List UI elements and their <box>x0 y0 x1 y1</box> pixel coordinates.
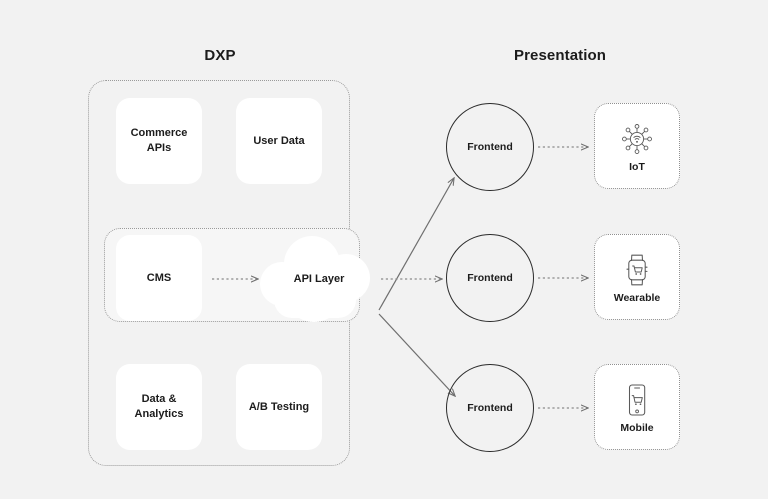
presentation-section-title: Presentation <box>513 47 607 64</box>
dxp-section-title: DXP <box>204 47 236 64</box>
channel-card-iot[interactable]: IoT <box>594 103 680 189</box>
dxp-card-data-analytics[interactable]: Data & Analytics <box>116 364 202 450</box>
frontend-label: Frontend <box>467 141 513 153</box>
channel-label: IoT <box>629 161 645 173</box>
channel-card-mobile[interactable]: Mobile <box>594 364 680 450</box>
dxp-card-label: Commerce APIs <box>130 127 188 154</box>
dxp-card-cms[interactable]: CMS <box>116 235 202 321</box>
dxp-card-ab-testing[interactable]: A/B Testing <box>236 364 322 450</box>
iot-network-wifi-icon <box>617 119 657 159</box>
channel-label: Mobile <box>620 422 654 434</box>
frontend-circle-1[interactable]: Frontend <box>446 103 534 191</box>
dxp-card-label: CMS <box>146 271 172 284</box>
dxp-card-label: User Data <box>253 134 305 147</box>
cloud-shape-icon <box>260 236 370 322</box>
smartphone-cart-icon <box>617 380 657 420</box>
channel-card-wearable[interactable]: Wearable <box>594 234 680 320</box>
dxp-card-label: Data & Analytics <box>134 393 184 420</box>
frontend-label: Frontend <box>467 272 513 284</box>
dxp-card-label: A/B Testing <box>248 400 310 413</box>
frontend-circle-3[interactable]: Frontend <box>446 364 534 452</box>
frontend-circle-2[interactable]: Frontend <box>446 234 534 322</box>
api-layer-cloud[interactable]: API Layer <box>248 234 384 324</box>
dxp-card-commerce-apis[interactable]: Commerce APIs <box>116 98 202 184</box>
connector-api-to-frontend-3 <box>378 313 455 396</box>
frontend-label: Frontend <box>467 402 513 414</box>
channel-label: Wearable <box>613 292 661 304</box>
smartwatch-cart-icon <box>617 250 657 290</box>
dxp-card-user-data[interactable]: User Data <box>236 98 322 184</box>
api-layer-label: API Layer <box>293 273 345 285</box>
connector-api-to-frontend-1 <box>378 178 454 311</box>
